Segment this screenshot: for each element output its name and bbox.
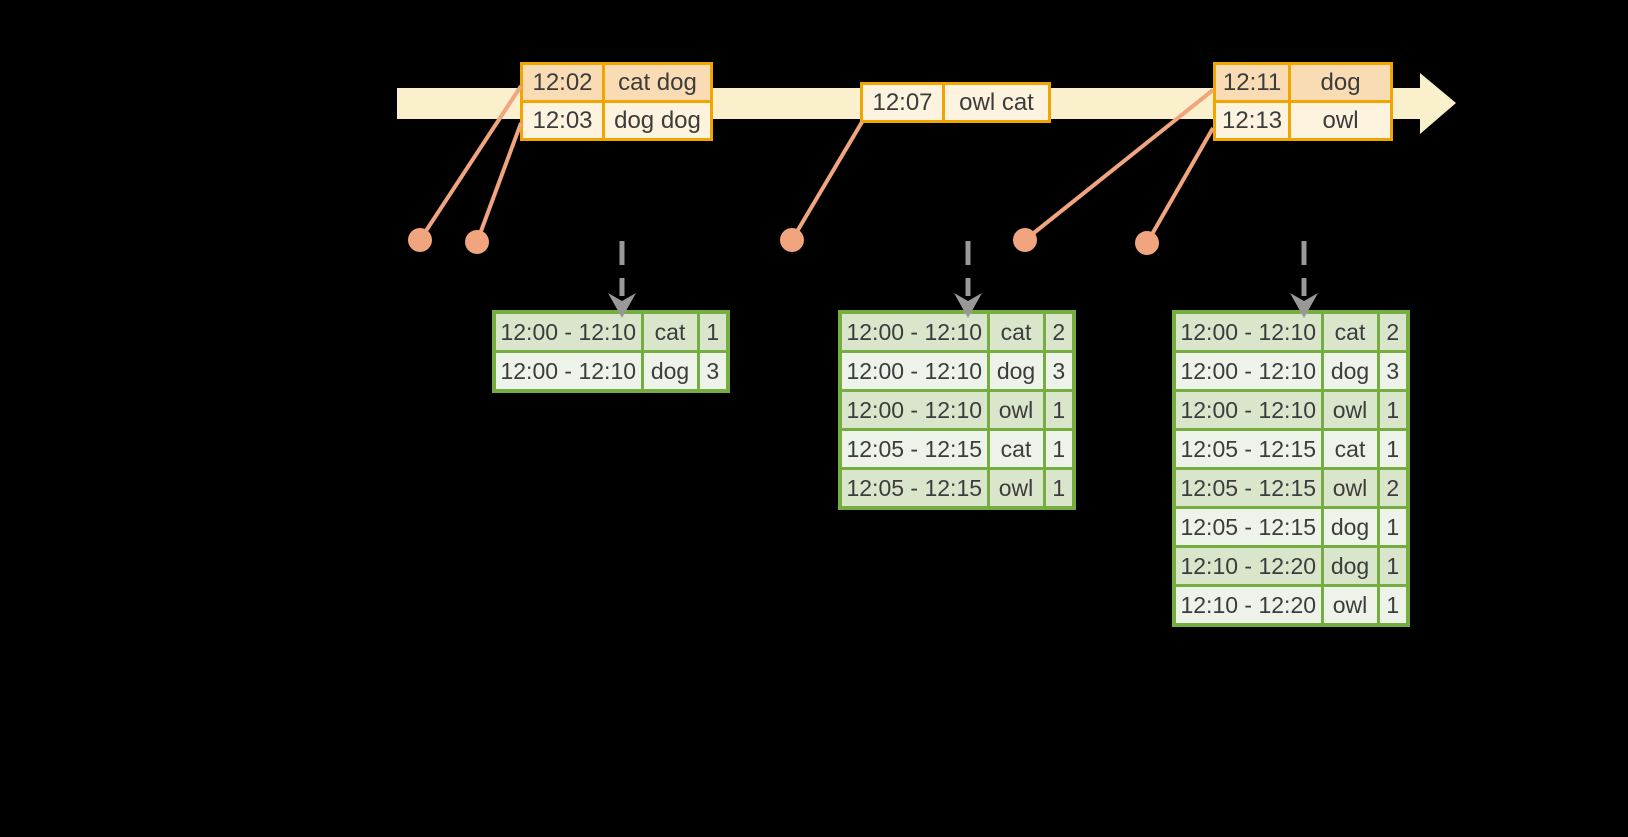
cell: 1 <box>1042 428 1076 470</box>
trigger-arrow-down-icon <box>608 293 636 318</box>
event-dot-icon <box>465 230 489 254</box>
cell: dog <box>986 350 1046 392</box>
cell: 1 <box>696 310 730 353</box>
cell: 12:00 - 12:10 <box>1172 310 1324 353</box>
connector-line <box>1145 127 1215 244</box>
cell: 12:00 - 12:10 <box>1172 350 1324 392</box>
cell: cat <box>1320 310 1380 353</box>
cell: dog <box>1288 62 1394 103</box>
connector-line <box>418 84 523 242</box>
event-dot-icon <box>780 228 804 252</box>
cell: 12:00 - 12:10 <box>838 310 990 353</box>
cell: 1 <box>1376 389 1410 431</box>
cell: owl <box>1288 100 1394 141</box>
cell: cat dog <box>602 62 713 103</box>
cell: dog dog <box>602 100 713 141</box>
cell: 1 <box>1376 506 1410 548</box>
cell: 12:05 - 12:15 <box>1172 506 1324 548</box>
cell: 2 <box>1042 310 1076 353</box>
cell: 1 <box>1376 428 1410 470</box>
cell: owl cat <box>942 82 1051 123</box>
cell: 12:00 - 12:10 <box>492 350 644 393</box>
cell: 12:05 - 12:15 <box>1172 467 1324 509</box>
event-dot-icon <box>1013 228 1037 252</box>
cell: 12:05 - 12:15 <box>838 467 990 510</box>
connector-line <box>790 120 864 242</box>
cell: 12:05 - 12:15 <box>1172 428 1324 470</box>
cell: owl <box>986 389 1046 431</box>
cell: dog <box>1320 545 1380 587</box>
cell: 12:10 - 12:20 <box>1172 584 1324 627</box>
connector-line <box>1023 88 1215 242</box>
cell: dog <box>1320 350 1380 392</box>
trigger-arrow-down-icon <box>954 293 982 318</box>
cell: 2 <box>1376 467 1410 509</box>
cell: owl <box>1320 584 1380 627</box>
cell: cat <box>986 310 1046 353</box>
cell: dog <box>640 350 700 393</box>
cell: 12:00 - 12:10 <box>838 389 990 431</box>
cell: 2 <box>1376 310 1410 353</box>
cell: owl <box>1320 389 1380 431</box>
cell: cat <box>986 428 1046 470</box>
cell: 1 <box>1376 584 1410 627</box>
cell: 12:00 - 12:10 <box>838 350 990 392</box>
cell: owl <box>986 467 1046 510</box>
cell: owl <box>1320 467 1380 509</box>
cell: dog <box>1320 506 1380 548</box>
cell: 12:02 <box>520 62 605 103</box>
connector-line <box>475 122 523 243</box>
cell: 3 <box>696 350 730 393</box>
cell: 12:10 - 12:20 <box>1172 545 1324 587</box>
cell: 12:07 <box>860 82 945 123</box>
cell: 12:13 <box>1212 100 1292 141</box>
cell: 12:11 <box>1212 62 1292 103</box>
cell: 3 <box>1042 350 1076 392</box>
timeline-right-arrow-icon <box>1420 73 1456 134</box>
event-dot-icon <box>1135 231 1159 255</box>
cell: cat <box>1320 428 1380 470</box>
event-dot-icon <box>408 228 432 252</box>
cell: 3 <box>1376 350 1410 392</box>
cell: 12:03 <box>520 100 605 141</box>
cell: 1 <box>1376 545 1410 587</box>
cell: 12:00 - 12:10 <box>492 310 644 353</box>
cell: 1 <box>1042 389 1076 431</box>
trigger-arrow-down-icon <box>1290 293 1318 318</box>
cell: 12:05 - 12:15 <box>838 428 990 470</box>
cell: 1 <box>1042 467 1076 510</box>
cell: 12:00 - 12:10 <box>1172 389 1324 431</box>
cell: cat <box>640 310 700 353</box>
